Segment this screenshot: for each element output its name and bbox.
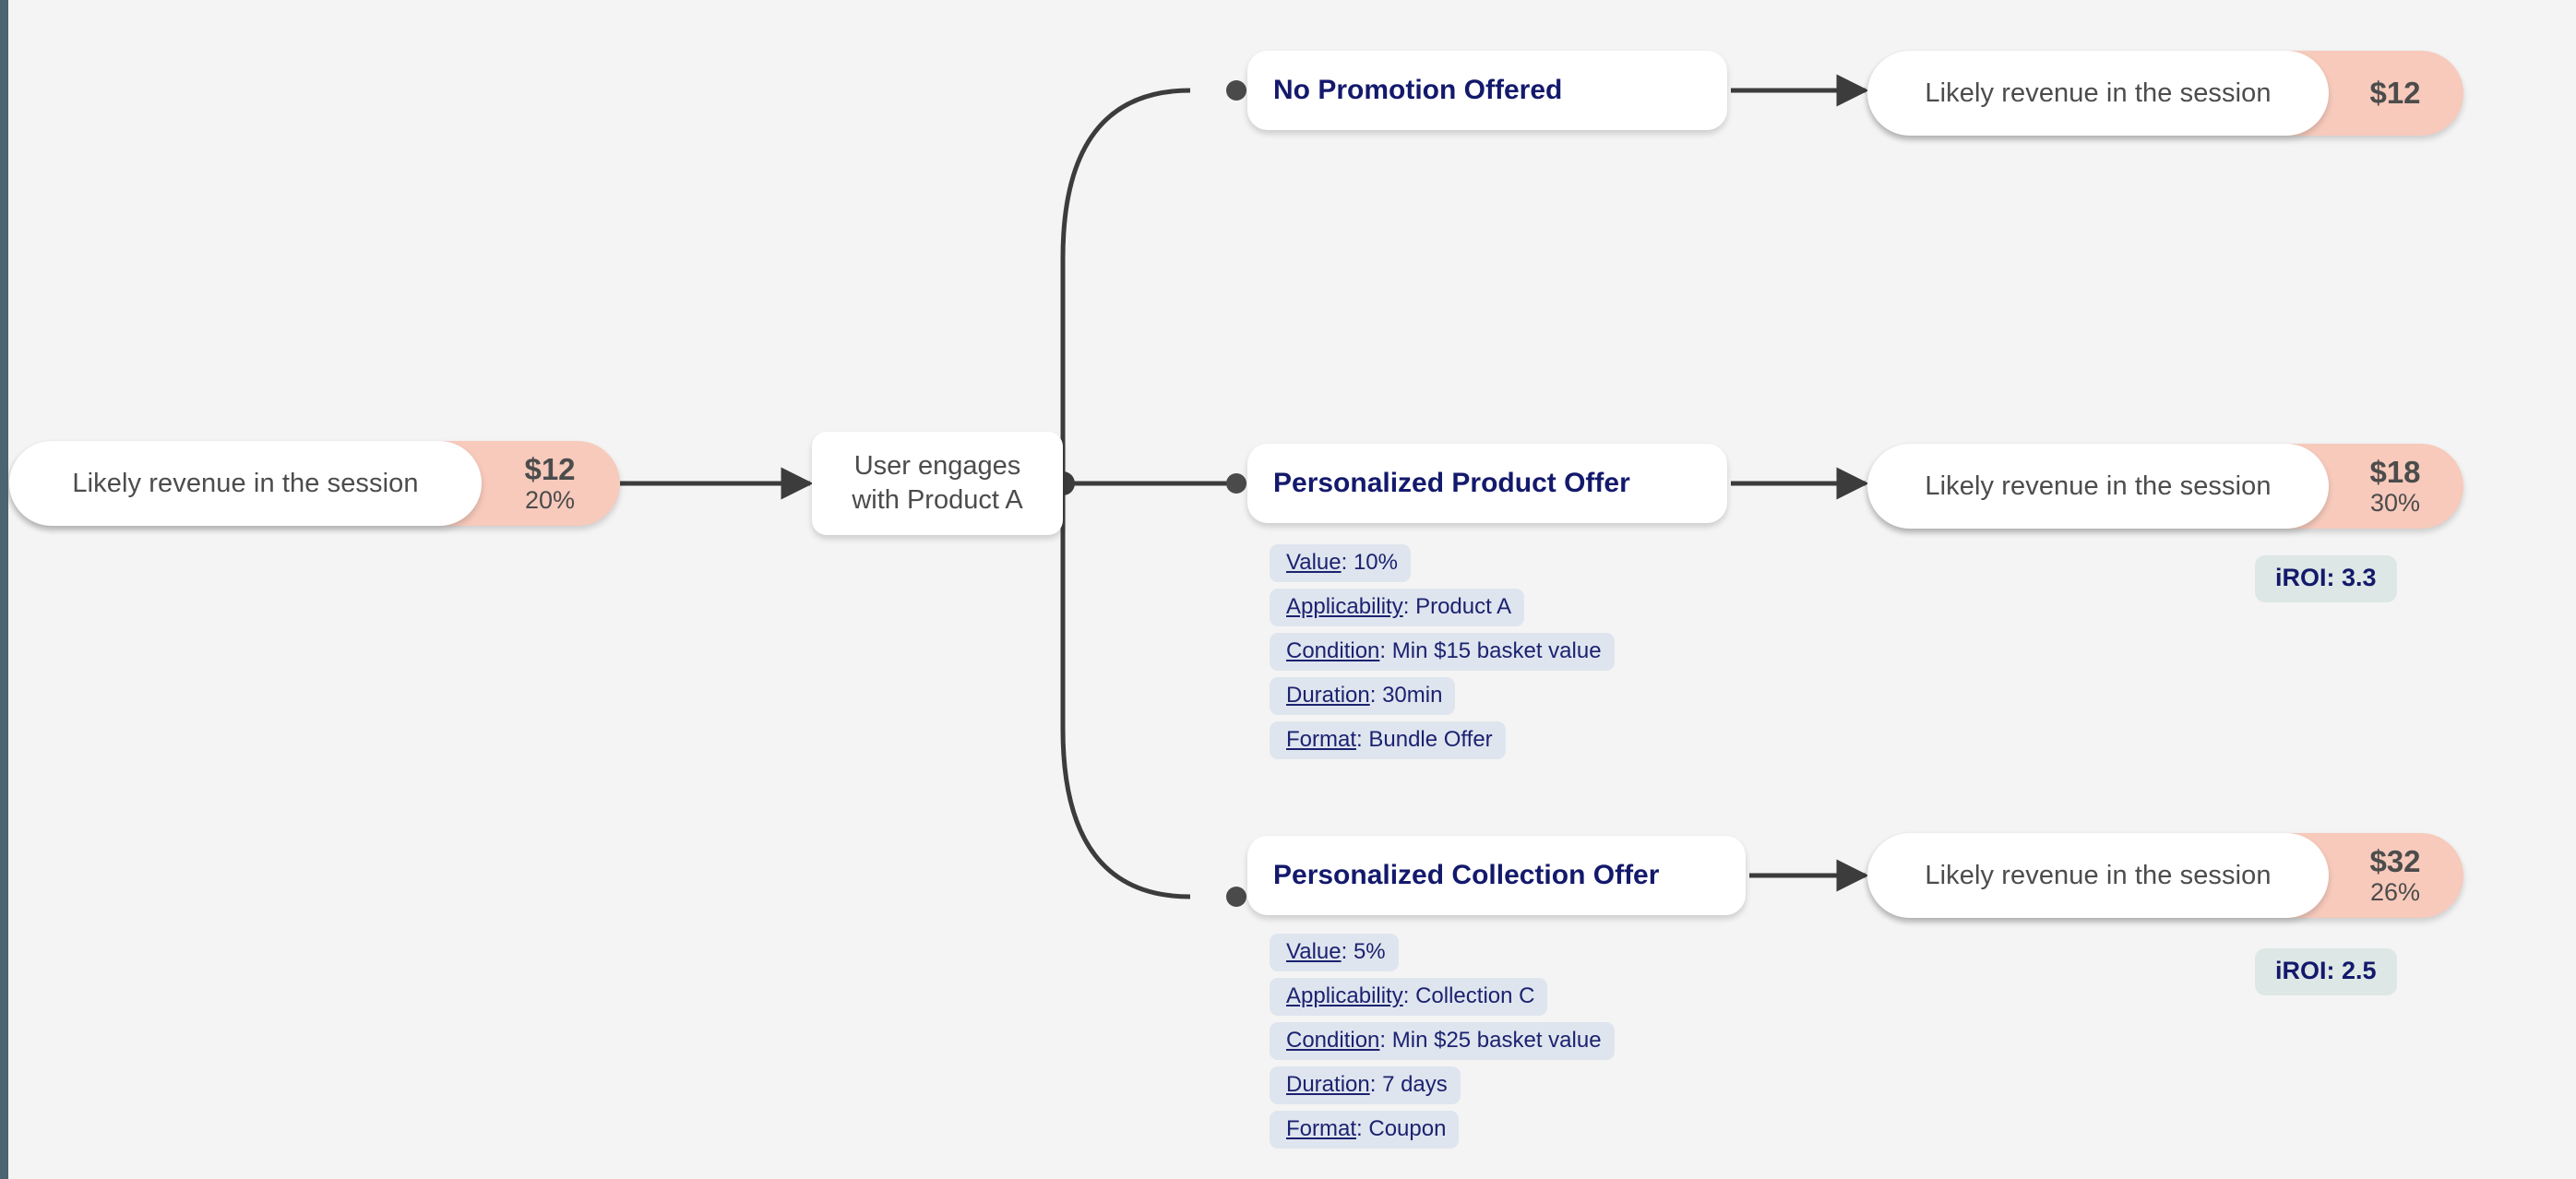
attribute-value: 10%: [1353, 550, 1398, 575]
attribute-chip[interactable]: Applicability: Collection C: [1270, 978, 1548, 1016]
outcome-revenue-label-2: Likely revenue in the session: [1925, 470, 2272, 501]
offer-title-no-promotion: No Promotion Offered: [1273, 75, 1563, 105]
source-revenue-label: Likely revenue in the session: [72, 468, 419, 498]
attribute-chip[interactable]: Duration: 7 days: [1270, 1066, 1461, 1104]
attribute-value: Min $15 basket value: [1391, 638, 1602, 663]
outcome-revenue-node-no-promotion[interactable]: $12 Likely revenue in the session: [1867, 51, 2463, 136]
branch-dot-bottom: [1226, 887, 1246, 907]
attribute-chips-collection: Value: 5% Applicability: Collection C Co…: [1270, 934, 1615, 1149]
attribute-value: Min $25 basket value: [1391, 1028, 1602, 1053]
iroi-badge-product: iROI: 3.3: [2255, 555, 2397, 602]
attribute-chip[interactable]: Value: 10%: [1270, 544, 1411, 582]
attribute-value: Bundle Offer: [1368, 727, 1493, 752]
attribute-chip[interactable]: Format: Bundle Offer: [1270, 721, 1506, 759]
attribute-value: 30min: [1382, 683, 1443, 708]
attribute-key: Value: [1286, 939, 1342, 964]
outcome-revenue-node-collection[interactable]: $32 26% Likely revenue in the session: [1867, 833, 2463, 918]
outcome-revenue-percent-3: 26%: [2369, 877, 2421, 906]
attribute-value: 7 days: [1382, 1072, 1448, 1097]
hub-label-line1: User engages: [853, 450, 1021, 481]
outcome-revenue-label-1: Likely revenue in the session: [1925, 77, 2272, 108]
source-revenue-percent: 20%: [524, 485, 576, 514]
outcome-revenue-label-pill-1: Likely revenue in the session: [1867, 51, 2329, 136]
left-edge-rail: [0, 0, 8, 1179]
offer-node-no-promotion[interactable]: No Promotion Offered: [1247, 51, 1727, 130]
attribute-chip[interactable]: Duration: 30min: [1270, 677, 1456, 715]
source-revenue-amount: $12: [524, 452, 576, 487]
attribute-key: Condition: [1286, 1028, 1380, 1053]
attribute-value: Product A: [1415, 594, 1512, 619]
outcome-revenue-amount-2: $18: [2369, 455, 2421, 490]
hub-label-line2: with Product A: [852, 485, 1023, 515]
attribute-key: Applicability: [1286, 594, 1403, 619]
branch-dot-top: [1226, 80, 1246, 101]
offer-title-collection: Personalized Collection Offer: [1273, 860, 1660, 890]
attribute-chip[interactable]: Condition: Min $25 basket value: [1270, 1022, 1615, 1060]
attribute-key: Format: [1286, 727, 1357, 752]
attribute-chips-product: Value: 10% Applicability: Product A Cond…: [1270, 544, 1615, 759]
attribute-key: Duration: [1286, 1072, 1370, 1097]
attribute-chip[interactable]: Applicability: Product A: [1270, 589, 1525, 626]
outcome-revenue-node-product[interactable]: $18 30% Likely revenue in the session: [1867, 444, 2463, 529]
attribute-key: Format: [1286, 1116, 1357, 1141]
outcome-revenue-percent-2: 30%: [2369, 488, 2421, 517]
hub-label: User engages with Product A: [852, 449, 1022, 518]
attribute-key: Condition: [1286, 638, 1380, 663]
edge-hub-to-bottom: [1060, 483, 1191, 899]
source-revenue-label-pill: Likely revenue in the session: [9, 441, 482, 526]
attribute-key: Applicability: [1286, 983, 1403, 1008]
hub-node[interactable]: User engages with Product A: [812, 432, 1063, 535]
outcome-revenue-amount-1: $12: [2369, 76, 2421, 111]
attribute-value: 5%: [1353, 939, 1386, 964]
attribute-value: Coupon: [1368, 1116, 1447, 1141]
branch-dot-middle: [1226, 473, 1246, 494]
outcome-revenue-amount-3: $32: [2369, 844, 2421, 879]
attribute-key: Duration: [1286, 683, 1370, 708]
attribute-chip[interactable]: Condition: Min $15 basket value: [1270, 633, 1615, 671]
offer-node-collection[interactable]: Personalized Collection Offer: [1247, 836, 1746, 915]
attribute-chip[interactable]: Value: 5%: [1270, 934, 1399, 971]
source-revenue-node[interactable]: $12 20% Likely revenue in the session: [9, 441, 620, 526]
attribute-chip[interactable]: Format: Coupon: [1270, 1111, 1460, 1149]
outcome-revenue-label-3: Likely revenue in the session: [1925, 860, 2272, 890]
edge-hub-to-top: [1060, 88, 1191, 483]
outcome-revenue-label-pill-2: Likely revenue in the session: [1867, 444, 2329, 529]
outcome-revenue-label-pill-3: Likely revenue in the session: [1867, 833, 2329, 918]
offer-node-product[interactable]: Personalized Product Offer: [1247, 444, 1727, 523]
offer-title-product: Personalized Product Offer: [1273, 468, 1630, 498]
iroi-badge-collection: iROI: 2.5: [2255, 948, 2397, 995]
attribute-value: Collection C: [1415, 983, 1535, 1008]
attribute-key: Value: [1286, 550, 1342, 575]
